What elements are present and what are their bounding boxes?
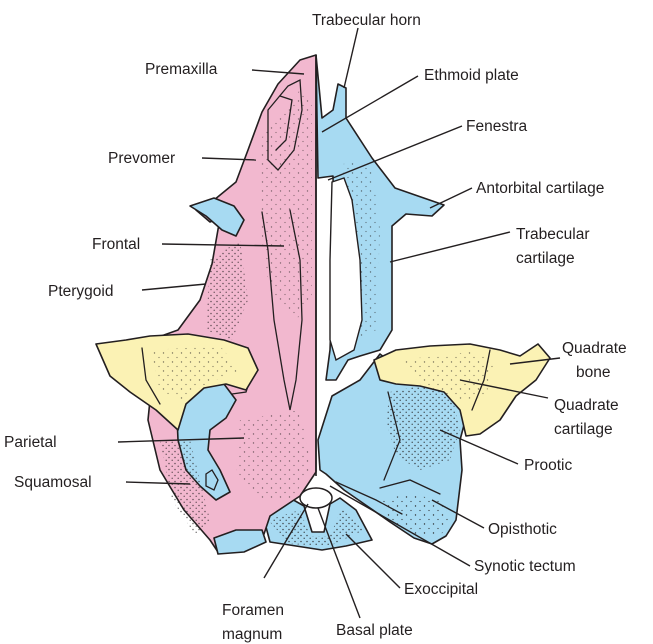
label-quadrate-cartilage-1: Quadrate (554, 397, 619, 414)
foramen-magnum-opening (300, 488, 332, 508)
label-frontal: Frontal (92, 236, 140, 253)
label-prootic: Prootic (524, 457, 572, 474)
label-foramen-magnum-1: Foramen (222, 602, 284, 619)
label-opisthotic: Opisthotic (488, 521, 557, 538)
label-basal-plate: Basal plate (336, 622, 413, 639)
label-premaxilla: Premaxilla (145, 61, 218, 78)
label-prevomer: Prevomer (108, 150, 175, 167)
label-quadrate-bone-2: bone (576, 364, 610, 381)
label-pterygoid: Pterygoid (48, 283, 113, 300)
label-quadrate-cartilage-2: cartilage (554, 421, 613, 438)
label-synotic-tectum: Synotic tectum (474, 558, 576, 575)
label-trabecular-horn: Trabecular horn (312, 12, 421, 29)
label-foramen-magnum-2: magnum (222, 626, 282, 643)
label-quadrate-bone-1: Quadrate (562, 340, 627, 357)
label-antorbital-cartilage: Antorbital cartilage (476, 180, 604, 197)
label-exoccipital: Exoccipital (404, 581, 478, 598)
label-fenestra: Fenestra (466, 118, 528, 135)
label-squamosal: Squamosal (14, 474, 92, 491)
label-ethmoid-plate: Ethmoid plate (424, 67, 519, 84)
label-trabecular-cartilage-2: cartilage (516, 250, 575, 267)
label-trabecular-cartilage-1: Trabecular (516, 226, 590, 243)
label-parietal: Parietal (4, 434, 57, 451)
